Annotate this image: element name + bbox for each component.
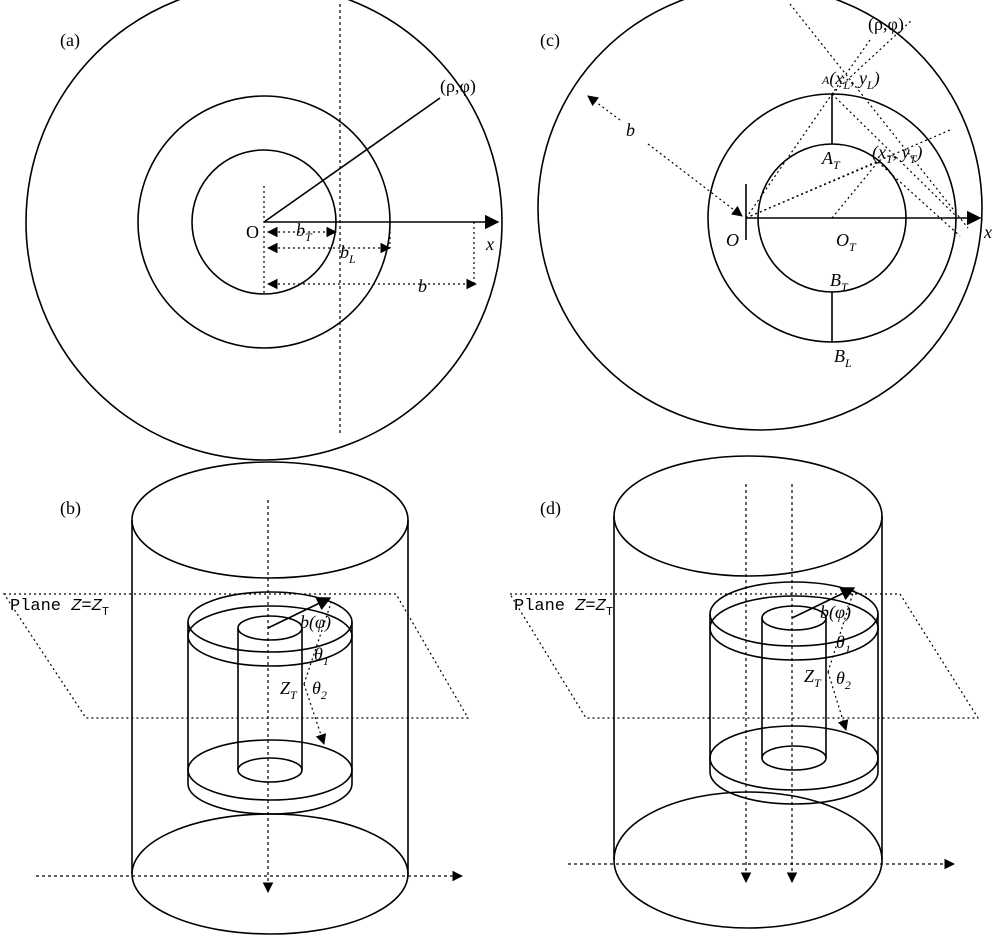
b-phi-label: b(φ) xyxy=(300,612,331,633)
theta2-label: θ2 xyxy=(836,668,851,692)
outer-cylinder-bottom xyxy=(613,791,883,929)
theta2-ray xyxy=(827,671,849,732)
b-arrow-lower xyxy=(647,143,743,217)
line-OT-to-T xyxy=(831,161,879,219)
panel-b-label: (b) xyxy=(60,498,81,519)
x-axis-label: x xyxy=(485,234,494,254)
inner-cylinder-bottom xyxy=(237,757,303,783)
middle-cylinder-bottom-rim xyxy=(709,771,879,805)
bL-label: bL xyxy=(340,242,356,266)
plane-label: Plane Z=ZT xyxy=(10,597,109,619)
theta1-label: θ1 xyxy=(314,644,329,668)
OT-label: OT xyxy=(836,230,857,254)
outer-cylinder-top xyxy=(613,455,883,577)
panel-c: (c) (ρ,φ) A(xL, yL) b AT (xT, yT) O OT x… xyxy=(537,0,992,431)
ZT-label: ZT xyxy=(804,666,822,690)
b-label: b xyxy=(418,276,427,296)
middle-cylinder-bottom-rim xyxy=(187,783,353,815)
ray-to-rho-phi xyxy=(831,39,871,95)
inner-cylinder-top xyxy=(237,615,303,641)
panel-d: (d) Plane Z=ZT b(φ) θ1 θ2 ZT xyxy=(508,455,980,929)
b-phi-label: b(φ) xyxy=(820,602,851,623)
BT-label: BT xyxy=(830,270,849,294)
inner-cylinder-top xyxy=(761,605,827,631)
radius-line xyxy=(263,97,441,223)
outer-circle-b xyxy=(537,0,983,431)
theta1-ray xyxy=(827,589,855,673)
A-L-label: A(xL, yL) xyxy=(821,68,880,92)
ray-A-upper-right xyxy=(831,19,913,95)
plane-label: Plane Z=ZT xyxy=(514,597,613,619)
diagonal-through-A xyxy=(789,3,969,229)
ZT-label: ZT xyxy=(280,678,298,702)
panel-a-label: (a) xyxy=(60,30,80,51)
b-phi-arrow xyxy=(791,587,856,619)
panel-b: (b) Plane Z=ZT b(φ) θ1 θ2 ZT xyxy=(2,461,470,935)
x-axis-label: x xyxy=(983,222,992,242)
A-T-label: AT xyxy=(821,148,841,172)
panel-d-label: (d) xyxy=(540,498,561,519)
O-label: O xyxy=(726,230,739,250)
ray-T-lower-right xyxy=(877,161,961,237)
panel-a: (a) (ρ,φ) O x bT bL b xyxy=(25,0,503,461)
line-O-to-A xyxy=(745,93,833,219)
origin-label: O xyxy=(246,222,259,242)
point-rho-phi-label: (ρ,φ) xyxy=(868,14,904,35)
point-rho-phi-label: (ρ,φ) xyxy=(440,76,476,97)
b-label: b xyxy=(626,120,635,140)
plane-Z-ZT xyxy=(508,593,980,719)
panel-c-label: (c) xyxy=(540,30,560,51)
b-arrow-upper xyxy=(587,95,621,121)
BL-label: BL xyxy=(834,346,852,370)
middle-cylinder-bottom xyxy=(187,739,353,801)
theta2-label: θ2 xyxy=(312,678,327,702)
ray-A-lower-right xyxy=(831,93,957,217)
plane-Z-ZT xyxy=(2,593,470,719)
outer-cylinder-bottom xyxy=(131,813,409,935)
theta2-ray xyxy=(303,683,327,746)
outer-circle-b xyxy=(25,0,503,461)
outer-cylinder-top xyxy=(131,461,409,579)
b-phi-arrow xyxy=(267,597,332,629)
middle-cylinder-bottom xyxy=(709,725,879,791)
T-point-label: (xT, yT) xyxy=(872,142,922,166)
bT-label: bT xyxy=(296,220,313,244)
middle-cylinder-top xyxy=(709,581,879,647)
theta1-label: θ1 xyxy=(836,632,851,656)
inner-cylinder-bottom xyxy=(761,745,827,771)
line-O-extended xyxy=(745,129,951,219)
